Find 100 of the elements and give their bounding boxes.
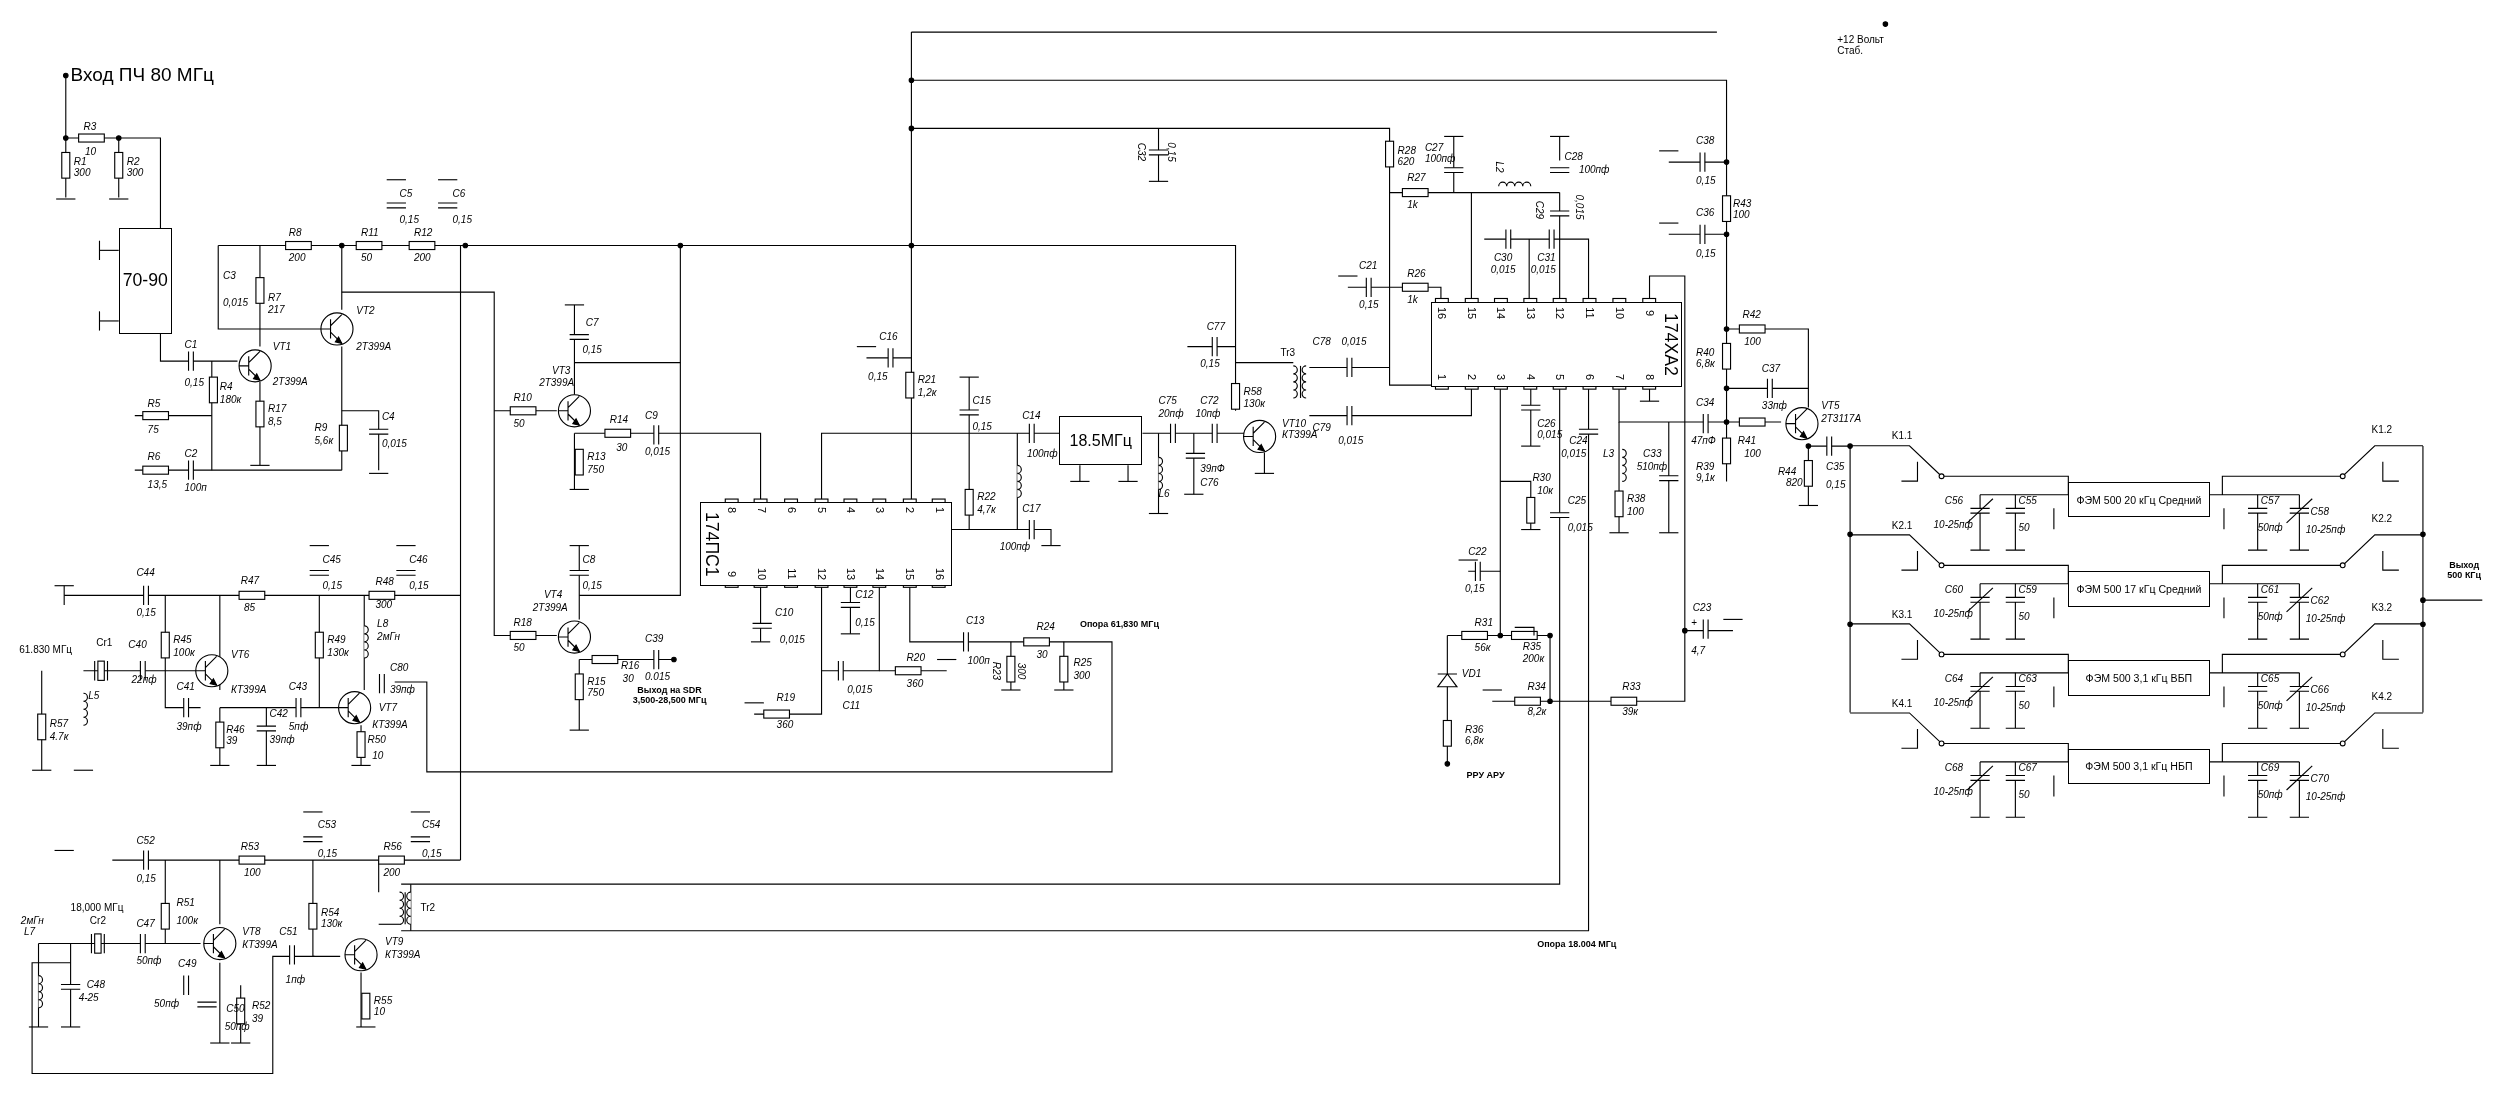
component-label: 39пф <box>389 684 415 695</box>
component-label: 5,6к <box>314 436 334 447</box>
component-label: C37 <box>1761 364 1781 375</box>
component-label: C45 <box>322 555 341 565</box>
component-label: R36 <box>1465 725 1484 736</box>
component-label: C41 <box>176 681 195 692</box>
component-label: L5 <box>88 691 100 702</box>
component-label: C13 <box>965 615 985 626</box>
component-label: C33 <box>1643 449 1662 460</box>
pin-number: 10 <box>1613 306 1625 319</box>
component-label: R27 <box>1407 173 1426 184</box>
signal-label: РРУ АРУ <box>1466 770 1505 780</box>
component-label: C28 <box>1564 152 1583 163</box>
component-label: 200 <box>288 253 306 264</box>
component-label: 10-25пф <box>2305 702 2346 713</box>
component-label: КТ399А <box>385 949 421 960</box>
component-label: 100 <box>1732 210 1750 220</box>
component-label: R19 <box>776 693 795 703</box>
component-label: C68 <box>1944 762 1964 773</box>
component-label: R39 <box>1696 461 1715 472</box>
component-label: 0,15 <box>1200 359 1220 370</box>
component-label: R47 <box>240 575 260 586</box>
component-label: R21 <box>917 375 937 386</box>
component-label: C75 <box>1158 396 1177 407</box>
component-label: R8 <box>288 227 302 238</box>
component-label: 217 <box>267 304 285 315</box>
component-label: КТ399А <box>242 940 278 951</box>
component-label: R31 <box>1474 617 1493 628</box>
component-label: 50 <box>361 253 373 264</box>
component-label: L3 <box>1603 449 1615 460</box>
component-label: 10-25пф <box>1933 697 1973 708</box>
component-label: R9 <box>314 423 328 434</box>
component-label: 10-25пф <box>1933 786 1973 797</box>
filter-label: 18.5МГц <box>1069 432 1132 449</box>
component-label: R15 <box>587 676 606 687</box>
component-label: 39пФ <box>1200 463 1225 474</box>
component-label: C5 <box>399 189 413 200</box>
component-label: C40 <box>128 640 147 651</box>
pin-number: 15 <box>904 568 916 581</box>
component-label: C39 <box>645 633 664 644</box>
component-label: 100 <box>1627 506 1644 517</box>
component-label: 30 <box>622 673 634 684</box>
component-label: 0,15 <box>399 214 419 225</box>
component-label: R53 <box>240 842 260 853</box>
component-label: 0,15 <box>855 617 875 628</box>
component-label: C12 <box>855 590 874 601</box>
component-label: 130к <box>327 648 349 659</box>
component-label: КТ399А <box>372 720 408 731</box>
component-label: C60 <box>1944 584 1964 595</box>
component-label: C64 <box>1944 673 1964 684</box>
note-text: 18,000 МГц <box>70 903 124 914</box>
component-label: 0,15 <box>184 378 204 389</box>
component-label: R17 <box>267 404 287 415</box>
component-label: C2 <box>184 449 198 460</box>
pin-number: 8 <box>726 507 738 514</box>
chip-box <box>1431 301 1682 387</box>
pin-number: 1 <box>933 507 945 514</box>
component-label: 50 <box>2018 611 2030 622</box>
component-label: 50 <box>2018 522 2030 533</box>
filter-label: ФЭМ 500 3,1 кГц ВБП <box>2085 672 2193 684</box>
component-label: 10пф <box>1195 409 1221 419</box>
component-label: VT8 <box>242 927 261 938</box>
component-label: 10к <box>1537 486 1554 496</box>
component-label: 100 <box>1744 449 1761 460</box>
component-label: C59 <box>2018 584 2037 595</box>
component-label: 50 <box>513 643 525 654</box>
filter-label: ФЭМ 500 17 кГц Средний <box>2076 583 2202 595</box>
component-label: 0,15 <box>136 874 156 885</box>
component-label: R54 <box>320 908 340 918</box>
component-label: C65 <box>2260 673 2280 684</box>
component-label: C53 <box>317 819 337 830</box>
component-label: C30 <box>1493 253 1513 264</box>
pin-number: 7 <box>755 507 767 514</box>
component-label: VT9 <box>385 936 404 947</box>
chip-label: 174ПС1 <box>702 511 721 577</box>
component-label: R25 <box>1073 657 1092 668</box>
component-label: R38 <box>1627 494 1646 504</box>
chip-label: 174ХА2 <box>1660 312 1679 376</box>
pin-number: 5 <box>1554 374 1566 381</box>
component-label: 0,015 <box>645 447 671 458</box>
component-label: C49 <box>178 959 197 970</box>
component-label: 300 <box>1015 662 1026 680</box>
signal-label: Выход на SDR 3,500-28,500 МГц <box>631 684 708 706</box>
component-label: 50пф <box>2257 701 2283 711</box>
component-label: 1k <box>1407 295 1418 306</box>
component-label: C9 <box>645 410 658 421</box>
component-label: 200 <box>383 867 401 878</box>
pin-number: 13 <box>845 568 857 581</box>
component-label: R10 <box>513 392 532 403</box>
component-label: 22пф <box>131 675 157 686</box>
note-text: K1.1 <box>1891 431 1913 442</box>
component-label: 75 <box>147 425 159 435</box>
component-label: C54 <box>422 819 441 830</box>
component-label: C78 <box>1312 336 1331 347</box>
component-label: 10-25пф <box>2305 524 2346 535</box>
component-label: C52 <box>136 835 155 846</box>
component-label: 30 <box>616 442 628 453</box>
component-label: 0,15 <box>1696 248 1716 259</box>
chip-box <box>699 502 952 586</box>
component-label: R11 <box>361 227 379 238</box>
